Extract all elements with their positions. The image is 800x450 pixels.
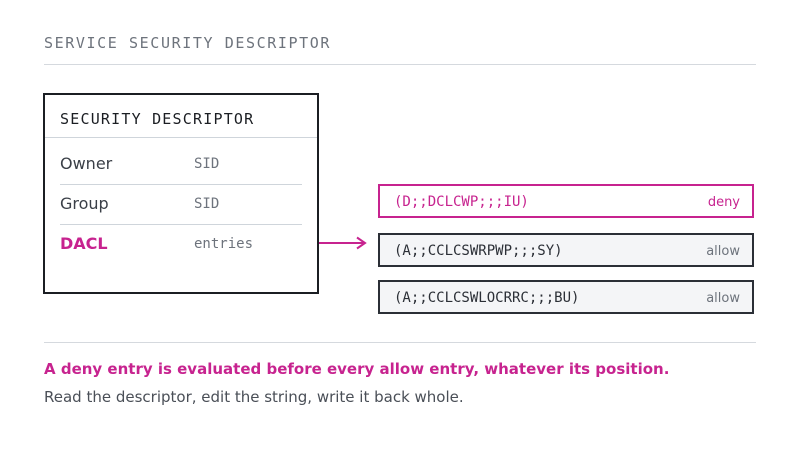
ace-type-badge: allow xyxy=(706,291,740,306)
top-divider xyxy=(44,64,756,65)
group-label: Group xyxy=(60,194,109,213)
edit-instructions: Read the descriptor, edit the string, wr… xyxy=(44,388,464,406)
dacl-value: entries xyxy=(194,236,254,252)
security-descriptor-box: SECURITY DESCRIPTOR Owner SID Group SID … xyxy=(43,93,319,294)
dacl-label: DACL xyxy=(60,234,108,253)
group-row: Group SID xyxy=(60,185,302,225)
ace-type-badge: deny xyxy=(707,195,740,210)
owner-value: SID xyxy=(194,156,220,172)
owner-label: Owner xyxy=(60,154,113,173)
security-descriptor-title-divider xyxy=(45,137,317,138)
bottom-divider xyxy=(44,342,756,343)
page-title: SERVICE SECURITY DESCRIPTOR xyxy=(44,34,332,52)
security-descriptor-title: SECURITY DESCRIPTOR xyxy=(60,110,255,128)
ace-type-badge: allow xyxy=(706,244,740,259)
ace-entry-allow-sy: (A;;CCLCSWRPWP;;;SY) allow xyxy=(378,233,754,267)
dacl-row: DACL entries xyxy=(60,225,302,265)
ace-string: (A;;CCLCSWRPWP;;;SY) xyxy=(394,243,563,259)
ace-string: (D;;DCLCWP;;;IU) xyxy=(394,194,529,210)
dacl-arrow-icon xyxy=(319,236,367,250)
ace-entry-deny: (D;;DCLCWP;;;IU) deny xyxy=(378,184,754,218)
deny-precedence-note: A deny entry is evaluated before every a… xyxy=(44,360,670,378)
group-value: SID xyxy=(194,196,220,212)
ace-string: (A;;CCLCSWLOCRRC;;;BU) xyxy=(394,290,580,306)
owner-row: Owner SID xyxy=(60,145,302,185)
ace-entry-allow-bu: (A;;CCLCSWLOCRRC;;;BU) allow xyxy=(378,280,754,314)
